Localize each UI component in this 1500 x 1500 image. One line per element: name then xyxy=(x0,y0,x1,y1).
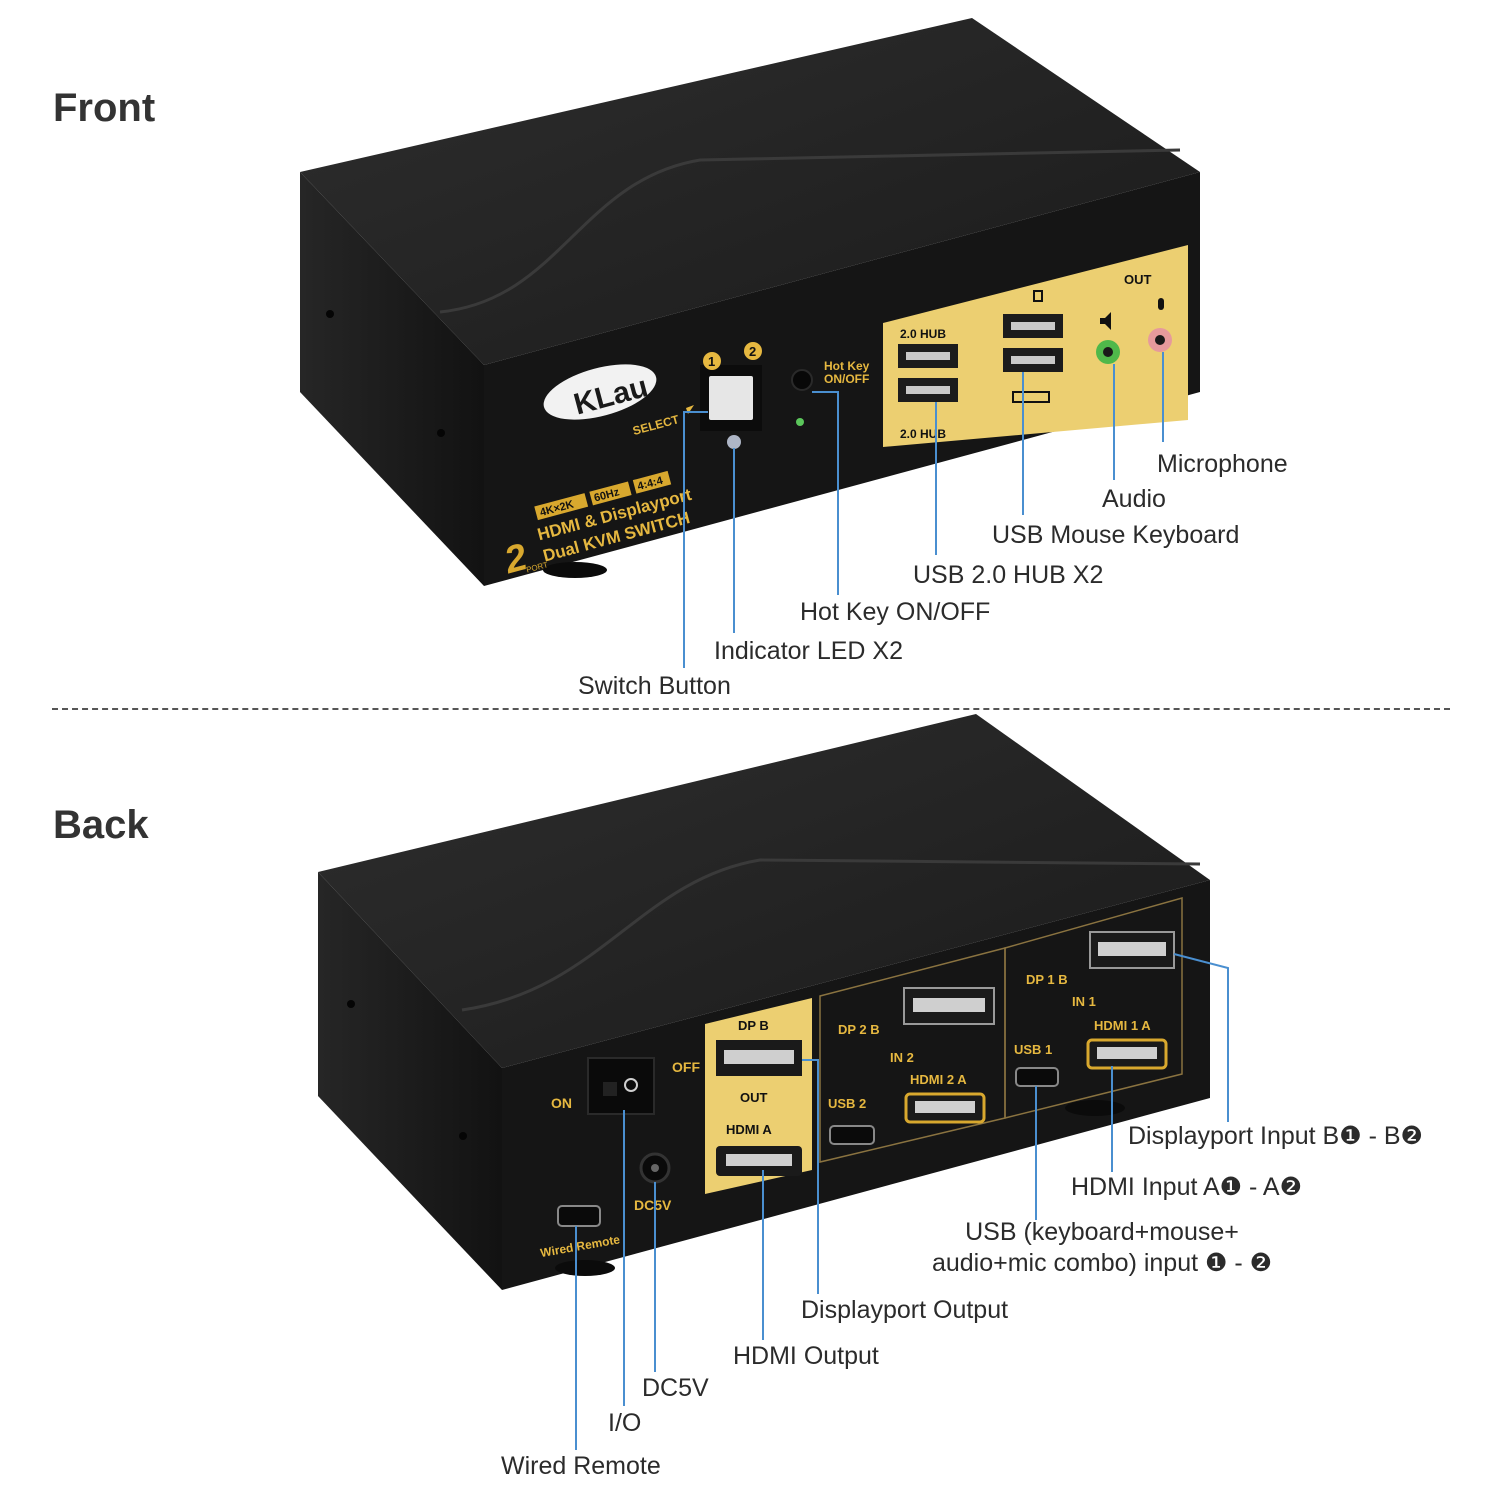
svg-text:IN 2: IN 2 xyxy=(890,1050,914,1065)
svg-text:2.0 HUB: 2.0 HUB xyxy=(900,427,946,441)
displayport-output-callout: Displayport Output xyxy=(801,1296,1009,1324)
hdmi-output-callout: HDMI Output xyxy=(733,1342,879,1370)
io-callout: I/O xyxy=(608,1409,642,1437)
svg-text:DP B: DP B xyxy=(738,1018,769,1033)
front-foot-left xyxy=(543,562,607,578)
hotkey-callout: Hot Key ON/OFF xyxy=(800,598,991,626)
back-face xyxy=(502,880,1210,1290)
svg-text:2: 2 xyxy=(749,344,756,359)
svg-text:DP 2 B: DP 2 B xyxy=(838,1022,880,1037)
svg-text:1: 1 xyxy=(708,354,715,369)
switch-button-callout: Switch Button xyxy=(578,672,731,700)
power-off-icon xyxy=(624,1078,638,1092)
dc5v-callout: DC5V xyxy=(642,1374,709,1402)
section-divider xyxy=(52,708,1450,710)
back-section-title: Back xyxy=(53,803,149,847)
svg-text:Hot Key: Hot Key xyxy=(824,359,870,373)
wired-remote-port[interactable] xyxy=(557,1205,601,1227)
front-side-face xyxy=(300,172,484,586)
microphone-icon xyxy=(1158,298,1164,310)
usb-combo-line-1: USB (keyboard+mouse+ xyxy=(965,1218,1239,1246)
keyboard-icon xyxy=(1012,391,1050,403)
side-screw-icon xyxy=(437,429,445,437)
svg-text:2.0 HUB: 2.0 HUB xyxy=(900,327,946,341)
back-top-face xyxy=(318,714,1210,1068)
side-screw-icon xyxy=(459,1132,467,1140)
back-device: ON OFF DC5V Wired Remote DP B OUT HDMI A… xyxy=(318,714,1210,1290)
switch-button[interactable] xyxy=(709,376,753,420)
displayport-input-callout: Displayport Input B❶ - B❷ xyxy=(1128,1122,1423,1150)
indicator-led-2 xyxy=(796,418,804,426)
usb-hub-callout: USB 2.0 HUB X2 xyxy=(913,561,1104,589)
side-screw-icon xyxy=(326,310,334,318)
back-foot-right xyxy=(1065,1100,1125,1116)
hdmi-input-callout: HDMI Input A❶ - A❷ xyxy=(1071,1173,1303,1201)
svg-text:DC5V: DC5V xyxy=(634,1197,672,1213)
indicator-led-1 xyxy=(727,435,741,449)
back-foot-left xyxy=(555,1260,615,1276)
input-group-1 xyxy=(1004,897,1183,1119)
speaker-icon xyxy=(1100,312,1111,330)
back-top-ridge xyxy=(461,858,1201,1012)
svg-text:HDMI 2 A: HDMI 2 A xyxy=(910,1072,967,1087)
usb-mouse-keyboard-callout: USB Mouse Keyboard xyxy=(992,521,1240,549)
svg-text:HDMI 1 A: HDMI 1 A xyxy=(1094,1018,1151,1033)
front-top-ridge xyxy=(439,148,1181,314)
usb-combo-input-callout: USB (keyboard+mouse+ audio+mic combo) in… xyxy=(912,1217,1292,1280)
side-screw-icon xyxy=(347,1000,355,1008)
port-2-badge xyxy=(744,342,762,360)
power-switch[interactable] xyxy=(587,1057,655,1115)
front-device: KLau 4K×2K 60Hz 4:4:4 HDMI & Displayport… xyxy=(300,18,1200,586)
svg-text:ON/OFF: ON/OFF xyxy=(824,372,869,386)
svg-text:IN 1: IN 1 xyxy=(1072,994,1096,1009)
front-section-title: Front xyxy=(53,86,156,130)
back-side-face xyxy=(318,872,502,1290)
front-leader-lines xyxy=(683,352,1164,668)
hotkey-button[interactable] xyxy=(791,369,813,391)
svg-text:HDMI A: HDMI A xyxy=(726,1122,772,1137)
svg-text:OUT: OUT xyxy=(1124,272,1152,287)
microphone-callout: Microphone xyxy=(1157,450,1288,478)
wired-remote-callout: Wired Remote xyxy=(501,1452,661,1480)
back-leader-lines xyxy=(575,953,1229,1450)
front-port-panel xyxy=(883,245,1188,447)
svg-text:USB 2: USB 2 xyxy=(828,1096,866,1111)
svg-text:USB 1: USB 1 xyxy=(1014,1042,1052,1057)
svg-text:OFF: OFF xyxy=(672,1059,700,1075)
mouse-icon xyxy=(1033,290,1043,302)
port-1-badge xyxy=(703,352,721,370)
audio-callout: Audio xyxy=(1102,485,1166,513)
indicator-led-callout: Indicator LED X2 xyxy=(714,637,903,665)
usb-combo-line-2: audio+mic combo) input ❶ - ❷ xyxy=(931,1249,1273,1278)
svg-text:ON: ON xyxy=(551,1095,572,1111)
usb-input-1-port[interactable] xyxy=(1015,1067,1059,1087)
svg-text:OUT: OUT xyxy=(740,1090,768,1105)
usb-input-2-port[interactable] xyxy=(829,1125,875,1145)
svg-text:DP 1 B: DP 1 B xyxy=(1026,972,1068,987)
